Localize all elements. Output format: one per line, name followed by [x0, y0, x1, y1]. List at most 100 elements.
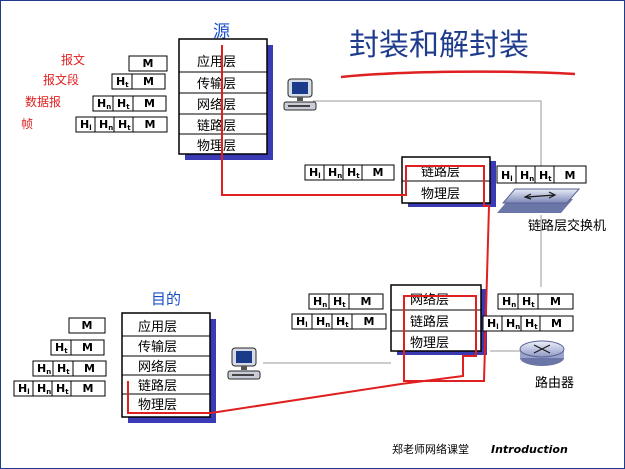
- message-cell: M: [72, 360, 107, 377]
- message-cell: M: [128, 55, 168, 72]
- svg-text:M: M: [364, 315, 375, 328]
- transport-header: Ht: [331, 313, 353, 330]
- router-layer-network: 网络层: [410, 292, 449, 308]
- dest-layer-physical: 物理层: [138, 398, 177, 413]
- svg-text:Hl: Hl: [296, 315, 308, 329]
- network-header: Hn: [497, 293, 519, 310]
- packet-row: M: [128, 55, 168, 72]
- transport-header: Ht: [51, 380, 72, 397]
- dest-heading: 目的: [151, 290, 181, 308]
- network-header: Hn: [515, 165, 536, 184]
- svg-text:M: M: [83, 382, 94, 395]
- msg-type-datagram: 数据报: [25, 94, 61, 109]
- transport-header: Ht: [111, 73, 133, 90]
- router-layer-link: 链路层: [410, 314, 449, 330]
- source-layer-network: 网络层: [197, 97, 236, 113]
- transport-header: Ht: [113, 116, 134, 133]
- svg-text:M: M: [82, 319, 93, 332]
- msg-type-frame: 帧: [21, 117, 33, 131]
- message-cell: M: [537, 293, 574, 310]
- source-layer-application: 应用层: [197, 54, 236, 70]
- message-cell: M: [70, 339, 105, 356]
- transport-header: Ht: [520, 315, 541, 332]
- dest-layer-application: 应用层: [138, 319, 177, 335]
- dest-stack: 应用层 传输层 网络层 链路层 物理层: [121, 312, 216, 423]
- network-header: Hn: [311, 313, 333, 330]
- packet-row: Ht M: [50, 339, 105, 356]
- network-links: [263, 100, 542, 364]
- message-cell: M: [361, 164, 395, 181]
- svg-text:Hl: Hl: [80, 118, 92, 132]
- link-header: Hl: [13, 380, 34, 397]
- svg-text:M: M: [145, 118, 156, 131]
- svg-text:M: M: [84, 362, 95, 375]
- svg-text:M: M: [550, 295, 561, 308]
- switch-label: 链路层交换机: [528, 218, 606, 234]
- switch-stack: 链路层 物理层: [401, 156, 496, 207]
- switch-layer-physical: 物理层: [421, 187, 460, 202]
- message-cell: M: [68, 317, 106, 334]
- message-cell: M: [132, 116, 168, 133]
- message-cell: M: [539, 315, 574, 332]
- title-underline: [340, 70, 576, 79]
- msg-type-segment: 报文段: [43, 72, 79, 87]
- network-header: Hn: [308, 293, 330, 310]
- transport-header: Ht: [517, 293, 539, 310]
- message-cell: M: [348, 293, 384, 310]
- svg-text:M: M: [82, 341, 93, 354]
- packet-row: Ht M: [111, 73, 166, 90]
- svg-text:Hl: Hl: [501, 169, 513, 183]
- svg-text:Hl: Hl: [18, 382, 30, 396]
- link-header: Hl: [304, 164, 325, 181]
- network-header: Hn: [501, 315, 522, 332]
- svg-text:M: M: [565, 169, 576, 182]
- router-icon: [519, 340, 565, 366]
- dest-layer-network: 网络层: [138, 359, 177, 375]
- switch-layer-link: 链路层: [421, 164, 460, 180]
- footer-topic: Introduction: [491, 443, 568, 456]
- transport-header: Ht: [534, 165, 555, 184]
- transport-header: Ht: [52, 360, 74, 377]
- router-label: 路由器: [535, 375, 574, 391]
- svg-text:M: M: [143, 57, 154, 70]
- network-header: Hn: [32, 360, 54, 377]
- link-switch-icon: [497, 188, 581, 213]
- source-heading: 源: [213, 22, 230, 42]
- dest-layer-link: 链路层: [138, 378, 177, 394]
- transport-header: Ht: [328, 293, 350, 310]
- transport-header: Ht: [342, 164, 363, 181]
- svg-text:M: M: [373, 166, 384, 179]
- svg-text:M: M: [551, 317, 562, 330]
- source-layer-physical: 物理层: [197, 139, 236, 154]
- source-stack: 应用层 传输层 网络层 链路层 物理层: [178, 38, 273, 160]
- message-cell: M: [553, 165, 587, 184]
- dest-layer-transport: 传输层: [138, 339, 177, 355]
- data-path: [127, 45, 491, 414]
- svg-text:M: M: [143, 75, 154, 88]
- dest-computer-icon: [227, 347, 261, 380]
- network-header: Hn: [94, 116, 115, 133]
- message-cell: M: [131, 73, 166, 90]
- link-header: Hl: [75, 116, 96, 133]
- source-layer-link: 链路层: [197, 118, 236, 134]
- network-header: Hn: [92, 95, 114, 112]
- router-layer-physical: 物理层: [410, 336, 449, 351]
- transport-header: Ht: [50, 339, 72, 356]
- transport-header: Ht: [112, 95, 134, 112]
- message-cell: M: [351, 313, 387, 330]
- message-cell: M: [132, 95, 167, 112]
- source-computer-icon: [283, 78, 317, 111]
- message-cell: M: [70, 380, 106, 397]
- svg-text:Hl: Hl: [309, 166, 321, 180]
